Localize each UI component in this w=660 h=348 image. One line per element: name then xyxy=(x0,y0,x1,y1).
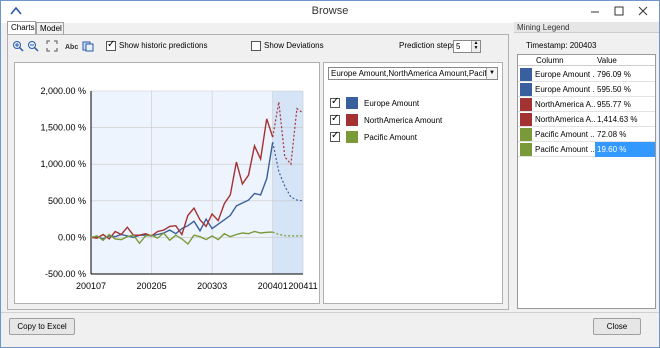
title-bar: Browse xyxy=(1,1,659,23)
row-column-cell: Pacific Amount ... xyxy=(535,130,595,139)
legend-label-pacific: Pacific Amount xyxy=(364,133,417,142)
grid-header: Column Value xyxy=(518,55,655,66)
prediction-steps-value: 5 xyxy=(456,42,461,51)
series-prediction-1 xyxy=(272,101,304,166)
plot-background xyxy=(91,91,303,274)
row-value-cell: 955.77 % xyxy=(597,100,631,109)
row-color-swatch xyxy=(520,98,532,111)
close-button[interactable]: Close xyxy=(593,318,641,335)
row-value-cell: 595.50 % xyxy=(597,85,631,94)
series-prediction-0 xyxy=(272,142,304,202)
spinner-arrows-icon[interactable]: ▲▼ xyxy=(471,41,480,52)
row-column-cell: Europe Amount ... xyxy=(535,70,595,79)
svg-text:Abc: Abc xyxy=(65,44,78,51)
fit-to-window-icon[interactable] xyxy=(46,40,58,52)
legend-checkbox-northamerica[interactable] xyxy=(330,113,340,125)
series-legend: Europe Amount,NorthAmerica Amount,Pacifi… xyxy=(323,62,503,304)
timestamp-label: Timestamp: 200403 xyxy=(526,41,597,50)
window-title: Browse xyxy=(311,5,349,17)
chevron-down-icon[interactable]: ▼ xyxy=(486,68,497,79)
show-historic-label: Show historic predictions xyxy=(119,41,208,50)
x-tick-label: 200205 xyxy=(137,281,167,291)
y-tick-label: 1,500.00 % xyxy=(40,123,86,133)
row-color-swatch xyxy=(520,143,532,156)
grid-row[interactable]: Pacific Amount ...19.60 % xyxy=(518,142,655,157)
grid-row[interactable]: Europe Amount ...796.09 % xyxy=(518,67,655,82)
grid-row[interactable]: Pacific Amount ...72.08 % xyxy=(518,127,655,142)
maximize-icon[interactable] xyxy=(609,4,629,18)
zoom-in-icon[interactable] xyxy=(12,40,24,52)
y-tick-label: 0.00 % xyxy=(58,232,86,242)
prediction-steps-spinner[interactable]: 5 ▲▼ xyxy=(453,40,481,53)
row-value-cell: 72.08 % xyxy=(597,130,627,139)
tab-charts[interactable]: Charts xyxy=(7,21,36,35)
y-tick-label: 1,000.00 % xyxy=(40,159,86,169)
row-column-cell: NorthAmerica A... xyxy=(535,100,595,109)
y-tick-label: -500.00 % xyxy=(45,269,86,279)
row-color-swatch xyxy=(520,113,532,126)
close-icon[interactable] xyxy=(633,4,653,18)
legend-label-northamerica: NorthAmerica Amount xyxy=(364,116,443,125)
show-deviations-label: Show Deviations xyxy=(264,41,324,50)
x-tick-label: 200411 xyxy=(288,281,317,291)
legend-checkbox-pacific[interactable] xyxy=(330,130,340,142)
legend-checkbox-europe[interactable] xyxy=(330,96,340,108)
prediction-steps-label: Prediction steps xyxy=(399,41,456,50)
series-prediction-2 xyxy=(272,231,303,237)
x-tick-label: 200303 xyxy=(197,281,227,291)
row-column-cell: NorthAmerica A... xyxy=(535,115,595,124)
row-value-cell: 1,414.63 % xyxy=(597,115,638,124)
row-color-swatch xyxy=(520,68,532,81)
mining-legend-title: Mining Legend xyxy=(514,22,659,33)
row-color-swatch xyxy=(520,83,532,96)
legend-label-europe: Europe Amount xyxy=(364,99,420,108)
legend-swatch-europe xyxy=(346,97,358,109)
series-line-1 xyxy=(90,118,274,240)
column-header: Column xyxy=(536,56,564,65)
row-value-cell: 19.60 % xyxy=(595,142,655,157)
series-line-2 xyxy=(90,230,273,246)
footer-divider xyxy=(1,312,659,313)
x-tick-label: 200401 xyxy=(258,281,288,291)
legend-swatch-northamerica xyxy=(346,114,358,126)
y-tick-label: 2,000.00 % xyxy=(40,86,86,96)
legend-swatch-pacific xyxy=(346,131,358,143)
row-column-cell: Europe Amount ... xyxy=(535,85,595,94)
mining-legend-grid: Column Value Europe Amount ...796.09 %Eu… xyxy=(517,54,656,309)
y-tick-label: 500.00 % xyxy=(48,196,86,206)
grid-row[interactable]: Europe Amount ...595.50 % xyxy=(518,82,655,97)
series-select-value: Europe Amount,NorthAmerica Amount,Pacifi… xyxy=(331,69,497,78)
x-tick-label: 200107 xyxy=(76,281,106,291)
minimize-icon[interactable] xyxy=(585,4,605,18)
show-historic-checkbox[interactable] xyxy=(106,39,116,51)
row-column-cell: Pacific Amount ... xyxy=(535,145,595,154)
value-header: Value xyxy=(597,56,617,65)
copy-chart-icon[interactable] xyxy=(82,40,94,52)
abc-font-icon[interactable]: Abc xyxy=(65,40,79,52)
chart-area: 2,000.00 % 1,500.00 % 1,000.00 % 500.00 % 0.… xyxy=(14,62,320,304)
line-chart: 2,000.00 % 1,500.00 % 1,000.00 % 500.00 % 0.… xyxy=(40,86,317,291)
grid-row[interactable]: NorthAmerica A...1,414.63 % xyxy=(518,112,655,127)
series-select[interactable]: Europe Amount,NorthAmerica Amount,Pacifi… xyxy=(328,67,498,80)
prediction-region xyxy=(272,91,303,274)
row-value-cell: 796.09 % xyxy=(597,70,631,79)
row-color-swatch xyxy=(520,128,532,141)
copy-to-excel-button[interactable]: Copy to Excel xyxy=(9,318,75,335)
zoom-out-icon[interactable] xyxy=(27,40,39,52)
show-deviations-checkbox[interactable] xyxy=(251,41,261,51)
back-arrow-icon[interactable] xyxy=(9,4,23,18)
grid-row[interactable]: NorthAmerica A...955.77 % xyxy=(518,97,655,112)
mining-legend-panel: Mining Legend Timestamp: 200403 Column V… xyxy=(514,22,659,310)
